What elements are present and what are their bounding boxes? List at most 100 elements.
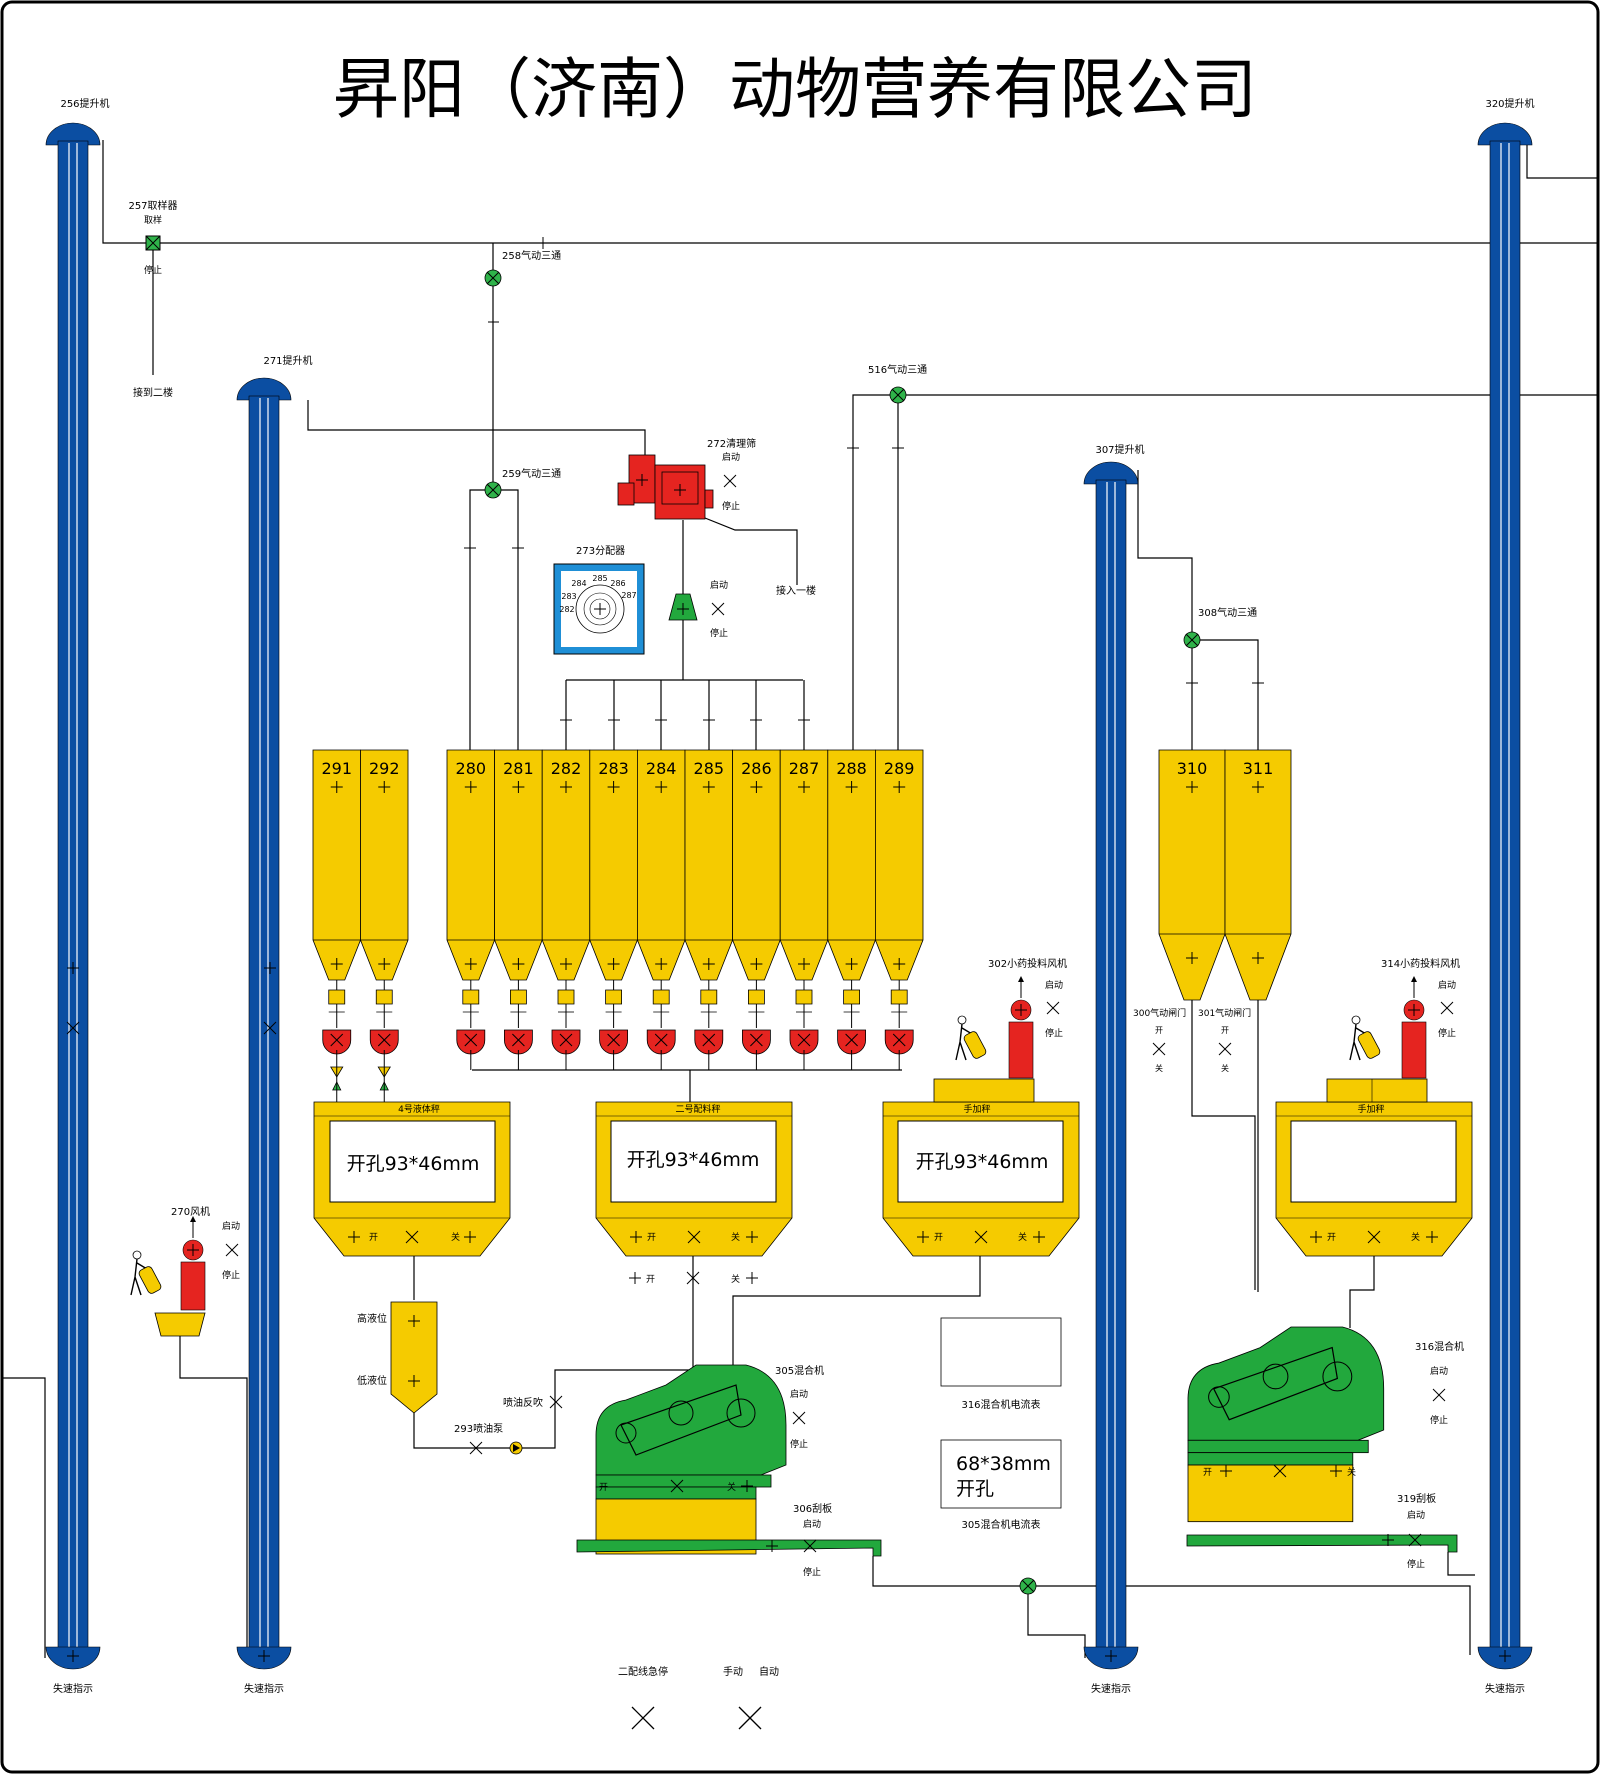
- fan-270-start[interactable]: 启动: [222, 1220, 240, 1232]
- bin-discharge-valve[interactable]: [694, 980, 724, 1070]
- elevator-256[interactable]: [45, 122, 101, 1670]
- tee-308-icon[interactable]: [1183, 631, 1201, 649]
- gate-300-close[interactable]: 关: [1155, 1063, 1163, 1073]
- gate-300-open[interactable]: 开: [1155, 1026, 1163, 1035]
- manual-label[interactable]: 手动: [723, 1665, 743, 1678]
- pump-293[interactable]: [509, 1441, 523, 1455]
- sampler-sample-label[interactable]: 取样: [144, 214, 162, 226]
- scale-4[interactable]: [313, 1101, 511, 1257]
- bin-292[interactable]: 292: [360, 749, 409, 981]
- scale-2-open[interactable]: 开: [647, 1232, 656, 1243]
- spout-toggle-icon[interactable]: [711, 602, 725, 616]
- spout-valve[interactable]: [668, 593, 698, 621]
- bin-discharge-valve[interactable]: [322, 980, 352, 1102]
- tee-258-icon[interactable]: [484, 269, 502, 287]
- cleaner-stop-label[interactable]: 停止: [722, 500, 740, 512]
- mixer-316-start[interactable]: 启动: [1430, 1365, 1448, 1377]
- fan-314-toggle-icon[interactable]: [1440, 1001, 1454, 1015]
- hand-scale-1-open[interactable]: 开: [934, 1232, 943, 1243]
- hand-scale-2-open[interactable]: 开: [1327, 1232, 1336, 1243]
- tee-259-icon[interactable]: [484, 481, 502, 499]
- distributor-273[interactable]: [553, 563, 645, 655]
- estop-button[interactable]: [631, 1706, 655, 1730]
- bin-discharge-valve[interactable]: [884, 980, 914, 1070]
- gate-300-toggle-icon[interactable]: [1152, 1042, 1166, 1056]
- bin-discharge-valve[interactable]: [599, 980, 628, 1070]
- cleaner-toggle-icon[interactable]: [723, 474, 737, 488]
- elevator-320[interactable]: [1477, 122, 1533, 1670]
- scraper-306-stop[interactable]: 停止: [803, 1566, 821, 1578]
- cleaner-start-label[interactable]: 启动: [722, 451, 740, 463]
- mixer-305-open[interactable]: 开: [599, 1482, 608, 1493]
- gate-301-toggle-icon[interactable]: [1218, 1042, 1232, 1056]
- mixer-305-stop[interactable]: 停止: [790, 1438, 808, 1450]
- bin-283[interactable]: 283: [589, 749, 638, 981]
- mixer-305[interactable]: [595, 1364, 787, 1555]
- scraper-306-start[interactable]: 启动: [803, 1518, 821, 1530]
- cleaner-272[interactable]: [617, 454, 714, 520]
- bin-311[interactable]: 311: [1224, 749, 1292, 1001]
- mixer-316-stop[interactable]: 停止: [1430, 1414, 1448, 1426]
- bin-289[interactable]: 289: [875, 749, 924, 981]
- mixer-316-open[interactable]: 开: [1203, 1467, 1212, 1478]
- bin-discharge-valve[interactable]: [504, 980, 533, 1070]
- fan-270[interactable]: [180, 1216, 206, 1311]
- under-scale-close[interactable]: 关: [731, 1273, 740, 1285]
- mixer-305-toggle-icon[interactable]: [792, 1411, 806, 1425]
- bin-284[interactable]: 284: [637, 749, 686, 981]
- sampler-257[interactable]: [145, 235, 161, 251]
- mixer-316[interactable]: [1187, 1326, 1385, 1523]
- elevator-307[interactable]: [1083, 461, 1139, 1670]
- bin-discharge-valve[interactable]: [456, 980, 486, 1070]
- bin-discharge-valve[interactable]: [369, 980, 399, 1102]
- hand-scale-2-close[interactable]: 关: [1411, 1231, 1420, 1243]
- bin-282[interactable]: 282: [541, 749, 591, 981]
- mixer-305-start[interactable]: 启动: [790, 1388, 808, 1400]
- under-scale-open-icon[interactable]: [628, 1271, 642, 1285]
- scraper-319-stop[interactable]: 停止: [1407, 1558, 1425, 1570]
- bin-291[interactable]: 291: [312, 749, 361, 981]
- bin-discharge-valve[interactable]: [646, 980, 676, 1070]
- mode-switch[interactable]: [738, 1706, 762, 1730]
- spout-stop-label[interactable]: 停止: [710, 627, 728, 639]
- bin-discharge-valve[interactable]: [742, 980, 771, 1070]
- auto-label[interactable]: 自动: [759, 1665, 779, 1678]
- scale-2-close[interactable]: 关: [731, 1231, 740, 1243]
- gate-301-open[interactable]: 开: [1221, 1026, 1229, 1035]
- scale-4-open[interactable]: 开: [369, 1232, 378, 1243]
- tee-bottom-icon[interactable]: [1019, 1577, 1037, 1595]
- mixer-305-close[interactable]: 关: [727, 1481, 736, 1493]
- under-scale-close-icon[interactable]: [745, 1271, 759, 1285]
- bin-310[interactable]: 310: [1158, 749, 1226, 1001]
- hand-scale-2[interactable]: [1275, 1101, 1473, 1257]
- bin-discharge-valve[interactable]: [837, 980, 866, 1070]
- bin-285[interactable]: 285: [684, 749, 733, 981]
- scale-2[interactable]: [595, 1101, 793, 1257]
- elevator-271[interactable]: [236, 377, 292, 1670]
- bin-287[interactable]: 287: [779, 749, 829, 981]
- hand-scale-1[interactable]: [882, 1101, 1080, 1257]
- under-scale-open[interactable]: 开: [646, 1274, 655, 1285]
- fan-302-toggle-icon[interactable]: [1046, 1001, 1060, 1015]
- scraper-319[interactable]: [1186, 1533, 1458, 1553]
- bin-288[interactable]: 288: [827, 749, 876, 981]
- gate-301-close[interactable]: 关: [1221, 1063, 1229, 1073]
- fan-302[interactable]: [1008, 976, 1034, 1079]
- spout-start-label[interactable]: 启动: [710, 579, 728, 591]
- bin-280[interactable]: 280: [446, 749, 496, 981]
- scraper-306[interactable]: [576, 1539, 882, 1557]
- mixer-316-toggle-icon[interactable]: [1432, 1388, 1446, 1402]
- fan-314-stop[interactable]: 停止: [1438, 1027, 1456, 1039]
- sampler-stop-label[interactable]: 停止: [144, 264, 162, 276]
- fan-270-stop[interactable]: 停止: [222, 1269, 240, 1281]
- bin-286[interactable]: 286: [732, 749, 781, 981]
- scale-4-close[interactable]: 关: [451, 1231, 460, 1243]
- bin-281[interactable]: 281: [494, 749, 543, 981]
- scraper-319-start[interactable]: 启动: [1407, 1509, 1425, 1521]
- bin-discharge-valve[interactable]: [789, 980, 819, 1070]
- fan-302-start[interactable]: 启动: [1045, 979, 1063, 991]
- fan-270-toggle-icon[interactable]: [225, 1243, 239, 1257]
- tee-516-icon[interactable]: [889, 386, 907, 404]
- fan-314[interactable]: [1401, 976, 1427, 1079]
- bin-discharge-valve[interactable]: [551, 980, 581, 1070]
